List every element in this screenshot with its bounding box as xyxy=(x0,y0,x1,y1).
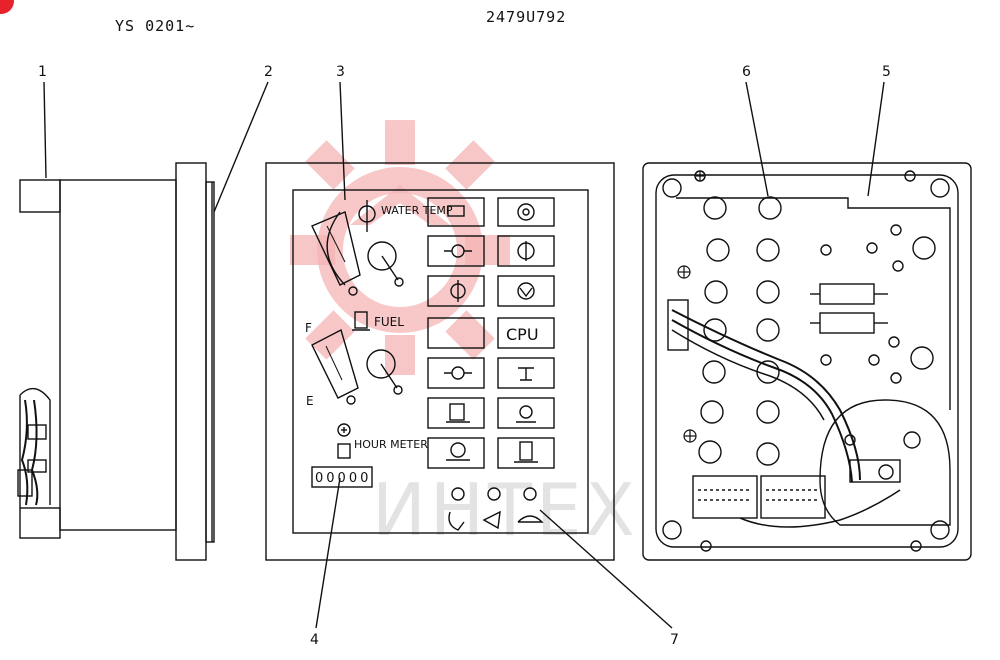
indicator-fuel-icon xyxy=(427,397,485,429)
svg-text:F: F xyxy=(305,321,312,335)
water-temp-label: WATER TEMP xyxy=(381,204,453,217)
rear-view xyxy=(642,162,972,561)
svg-text:E: E xyxy=(306,394,314,408)
lamp-3 xyxy=(523,487,537,501)
callout-4: 4 xyxy=(310,632,319,648)
indicator-battery-icon xyxy=(427,197,485,227)
fuel-empty-marker: E xyxy=(306,394,314,408)
svg-text:00000: 00000 xyxy=(315,471,371,486)
callout-3: 3 xyxy=(336,64,345,80)
fuel-full-marker: F xyxy=(305,321,312,335)
indicator-air-filter-icon xyxy=(497,275,555,307)
leader-line-3 xyxy=(339,81,346,201)
drawing-number: 2479U792 xyxy=(486,8,567,26)
callout-5: 5 xyxy=(882,64,891,80)
leader-line-7 xyxy=(539,509,673,629)
leader-line-5 xyxy=(867,81,885,197)
indicator-water-icon xyxy=(427,437,485,469)
leader-line-1 xyxy=(43,81,47,179)
callout-2: 2 xyxy=(264,64,273,80)
lamp-2 xyxy=(487,487,501,501)
watermark-text: ИНТЕХ xyxy=(372,468,639,552)
cpu-label: CPU xyxy=(506,325,539,344)
indicator-lamp-icon xyxy=(497,357,555,389)
lamp-1 xyxy=(451,487,465,501)
glow-plug-symbol xyxy=(448,511,465,531)
svg-text:WATER TEMP: WATER TEMP xyxy=(381,204,453,217)
leader-line-2 xyxy=(213,81,269,213)
callout-1: 1 xyxy=(38,64,47,80)
indicator-grid xyxy=(427,197,555,469)
hour-meter-label: HOUR METER xyxy=(354,438,428,451)
indicator-oil-pressure-icon xyxy=(427,235,485,267)
leader-line-4 xyxy=(315,477,341,629)
svg-text:HOUR METER: HOUR METER xyxy=(354,438,428,451)
indicator-coolant-temp-icon xyxy=(427,275,485,307)
front-panel xyxy=(265,162,615,561)
rabbit-symbol xyxy=(482,510,501,530)
indicator-coolant-level-icon xyxy=(497,235,555,267)
callout-6: 6 xyxy=(742,64,751,80)
fuel-label: FUEL xyxy=(374,315,404,329)
indicator-cpu xyxy=(497,317,555,349)
svg-text:FUEL: FUEL xyxy=(374,315,404,329)
callout-7: 7 xyxy=(670,632,679,648)
leader-line-6 xyxy=(745,81,769,197)
svg-text:CPU: CPU xyxy=(506,325,539,344)
indicator-blank xyxy=(427,317,485,349)
indicator-separator-icon xyxy=(497,437,555,469)
turtle-symbol xyxy=(517,515,544,523)
indicator-oil-pressure-2-icon xyxy=(427,357,485,389)
side-view xyxy=(17,162,215,561)
serial-range-label: YS 0201~ xyxy=(115,17,196,35)
indicator-preheat-icon xyxy=(497,197,555,227)
indicator-engine-oil-icon xyxy=(497,397,555,429)
hour-meter-digits: 00000 xyxy=(315,471,371,486)
